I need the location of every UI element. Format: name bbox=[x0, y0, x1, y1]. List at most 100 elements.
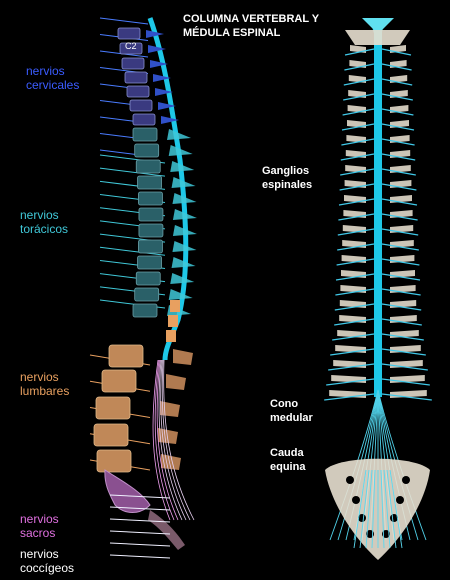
rear-nerve-left bbox=[334, 318, 375, 326]
label-coccygeal-line-1: nervios bbox=[20, 547, 59, 561]
thoracic-vertebra bbox=[138, 191, 163, 206]
rear-sacral-fiber bbox=[383, 469, 391, 549]
sacral-foramen bbox=[402, 476, 410, 484]
rear-nerve-right bbox=[381, 183, 417, 191]
label-sacral-line-1: nervios bbox=[20, 512, 59, 526]
label-thoracic-line-2: torácicos bbox=[20, 222, 69, 236]
sacral-foramen bbox=[346, 476, 354, 484]
label-coccygeal-line-2: coccígeos bbox=[20, 561, 75, 575]
rear-nerve-left bbox=[340, 168, 375, 176]
rear-nerve-right bbox=[381, 93, 413, 101]
thoracic-vertebra bbox=[138, 223, 164, 238]
thoracic-vertebra bbox=[135, 271, 161, 286]
label-spinal-ganglia: Ganglios espinales bbox=[262, 164, 312, 192]
thoracic-spinous-process bbox=[172, 209, 197, 220]
sacral-nerve-line bbox=[109, 530, 171, 535]
rear-sacral-fiber bbox=[353, 469, 367, 549]
rear-sacral-fiber bbox=[371, 469, 376, 549]
thoracic-vertebra bbox=[137, 255, 162, 270]
rear-nerve-right bbox=[381, 198, 418, 206]
sacral-foramen bbox=[352, 496, 360, 504]
rear-nerve-left bbox=[338, 198, 375, 206]
lumbar-vertebra bbox=[108, 344, 144, 368]
rear-nerve-left bbox=[340, 153, 375, 161]
cervical-vertebra bbox=[124, 71, 148, 84]
rear-sacral-fiber bbox=[389, 469, 403, 549]
label-cervical-line-1: nervios bbox=[26, 64, 65, 78]
rear-nerve-right bbox=[381, 243, 419, 251]
rear-nerve-right bbox=[381, 213, 418, 221]
thoracic-spinous-process bbox=[172, 193, 197, 204]
rear-nerve-left bbox=[332, 333, 375, 341]
rear-nerve-right bbox=[381, 378, 430, 386]
lumbar-process bbox=[170, 300, 180, 312]
lumbar-vertebra bbox=[95, 396, 131, 420]
thoracic-vertebra bbox=[138, 239, 163, 254]
label-lumbar-line-2: lumbares bbox=[20, 384, 70, 398]
lumbar-spinous-process bbox=[173, 349, 193, 365]
cervical-vertebra bbox=[126, 85, 150, 98]
rear-nerve-right bbox=[381, 228, 419, 236]
thoracic-spinous-process bbox=[170, 161, 195, 172]
rear-nerve-left bbox=[324, 393, 375, 401]
rear-nerve-left bbox=[338, 213, 375, 221]
cervical-spinous-process bbox=[158, 102, 176, 110]
rear-nerve-right bbox=[381, 63, 412, 71]
rear-nerve-left bbox=[336, 258, 375, 266]
label-conus-line-1: Cono bbox=[270, 398, 299, 410]
label-cervical-nerves: nervios cervicales bbox=[26, 64, 79, 92]
cervical-spinous-process bbox=[148, 45, 166, 53]
cervical-nerve-line bbox=[99, 17, 149, 25]
thoracic-spinous-process bbox=[167, 129, 191, 140]
thoracic-spinous-process bbox=[171, 257, 196, 268]
sacral-nerve-line bbox=[109, 542, 171, 547]
rear-nerve-left bbox=[341, 138, 375, 146]
rear-nerve-right bbox=[381, 303, 422, 311]
label-lumbar-nerves: nervios lumbares bbox=[20, 370, 69, 398]
rear-nerve-left bbox=[342, 108, 375, 116]
rear-nerve-right bbox=[381, 48, 412, 56]
thoracic-nerve-line bbox=[99, 167, 166, 177]
label-thoracic-line-1: nervios bbox=[20, 208, 59, 222]
rear-sacral-fiber bbox=[380, 469, 385, 549]
lumbar-vertebra bbox=[96, 449, 132, 473]
rear-nerve-left bbox=[330, 348, 375, 356]
rear-nerve-right bbox=[381, 123, 415, 131]
side-cauda-fiber bbox=[156, 359, 179, 521]
thoracic-vertebra bbox=[137, 175, 162, 190]
rear-nerve-right bbox=[381, 108, 414, 116]
side-cauda-fiber bbox=[161, 359, 191, 521]
rear-nerve-right bbox=[381, 153, 416, 161]
rear-nerve-left bbox=[334, 303, 375, 311]
cervical-vertebra bbox=[129, 99, 153, 112]
title-line-2: MÉDULA ESPINAL bbox=[183, 27, 281, 39]
rear-nerve-left bbox=[344, 63, 375, 71]
side-cauda-fiber bbox=[154, 359, 175, 521]
label-thoracic-nerves: nervios torácicos bbox=[20, 208, 68, 236]
rear-brainstem bbox=[362, 18, 394, 30]
rear-nerve-left bbox=[335, 288, 375, 296]
label-ganglia-line-1: Ganglios bbox=[262, 165, 310, 177]
rear-sacrum bbox=[325, 458, 430, 560]
rear-nerve-left bbox=[344, 48, 375, 56]
thoracic-spinous-process bbox=[172, 241, 197, 252]
vertebra-c2-label: C2 bbox=[125, 41, 137, 51]
label-cauda-line-2: equina bbox=[270, 461, 306, 473]
sacral-nerve-line bbox=[109, 518, 171, 523]
rear-nerve-left bbox=[339, 183, 375, 191]
rear-nerve-right bbox=[381, 363, 428, 371]
lumbar-spinous-process bbox=[166, 374, 186, 390]
thoracic-spinous-process bbox=[172, 225, 197, 236]
rear-nerve-right bbox=[381, 138, 415, 146]
title-line-1: COLUMNA VERTEBRAL Y bbox=[183, 13, 320, 25]
cervical-spinous-process bbox=[153, 74, 171, 82]
rear-nerve-right bbox=[381, 78, 413, 86]
label-sacral-nerves: nervios sacros bbox=[20, 512, 59, 540]
label-cauda-equina: Cauda equina bbox=[270, 446, 305, 474]
rear-nerve-left bbox=[328, 363, 375, 371]
label-lumbar-line-1: nervios bbox=[20, 370, 59, 384]
lumbar-vertebra bbox=[93, 423, 129, 447]
cervical-vertebra bbox=[132, 113, 156, 126]
